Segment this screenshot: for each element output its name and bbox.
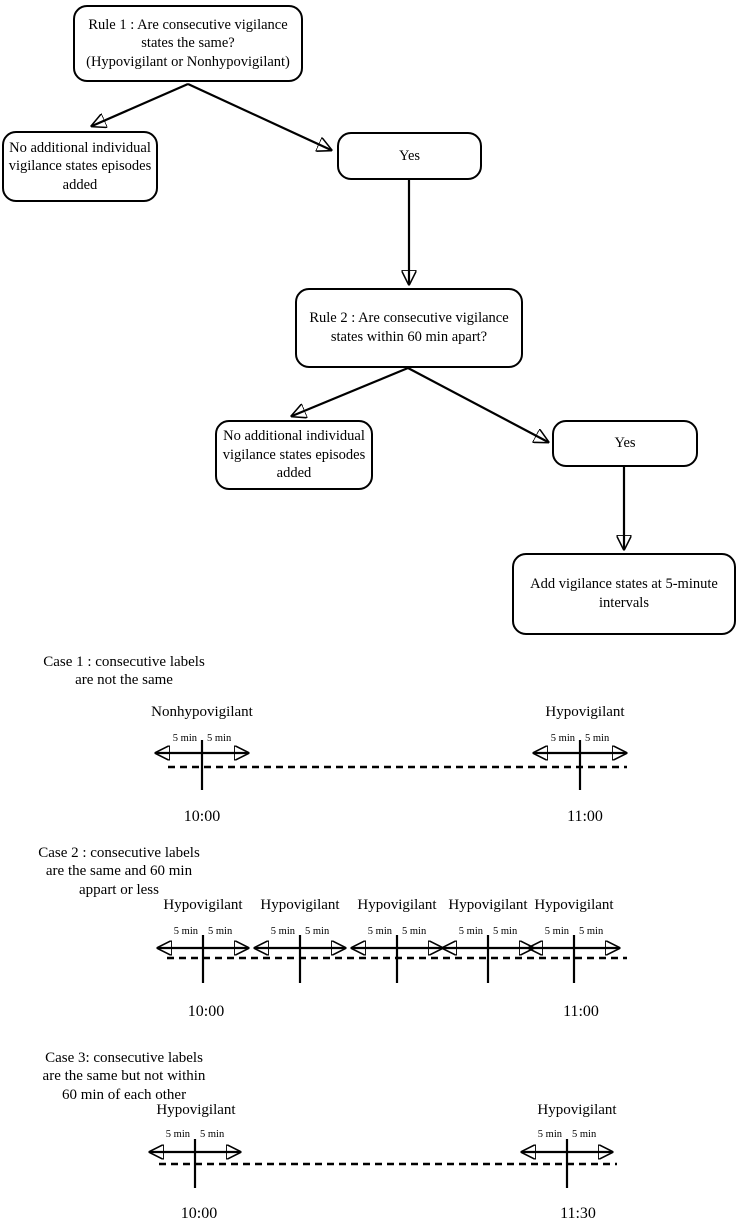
interval-label: 5 min xyxy=(544,926,569,937)
no-episodes-box-1: No additional individual vigilance state… xyxy=(2,131,158,202)
case2-station5-label: Hypovigilant xyxy=(534,897,614,913)
interval-label: 5 min xyxy=(270,926,295,937)
case2-station3-label: Hypovigilant xyxy=(357,897,437,913)
case3-station1-label: Hypovigilant xyxy=(156,1102,236,1118)
case1-station2-label: Hypovigilant xyxy=(545,704,625,720)
case3-time-1: 10:00 xyxy=(180,1205,218,1222)
rule2-box: Rule 2 : Are consecutive vigilance state… xyxy=(295,288,523,368)
case1-timeline xyxy=(156,740,627,790)
interval-label: 5 min xyxy=(367,926,392,937)
add-intervals-box: Add vigilance states at 5-minute interva… xyxy=(512,553,736,635)
no-episodes-box-2: No additional individual vigilance state… xyxy=(215,420,373,490)
interval-label: 5 min xyxy=(537,1129,562,1140)
interval-label: 5 min xyxy=(165,1129,190,1140)
arrow-rule2-to-no2 xyxy=(292,366,409,416)
arrow-rule2-to-yes2 xyxy=(407,367,548,442)
yes-box-1: Yes xyxy=(337,132,482,180)
interval-label: 5 min xyxy=(550,733,575,744)
interval-label: 5 min xyxy=(200,1129,225,1140)
case1-station1-label: Nonhypovigilant xyxy=(151,704,253,720)
interval-label: 5 min xyxy=(579,926,604,937)
case2-station2-label: Hypovigilant xyxy=(260,897,340,913)
case3-title: Case 3: consecutive labels are the same … xyxy=(42,1050,206,1103)
case2-time-1: 10:00 xyxy=(187,1003,225,1020)
case2-timeline xyxy=(158,935,627,983)
case3-station2-label: Hypovigilant xyxy=(537,1102,617,1118)
case3-timeline xyxy=(150,1139,617,1188)
case1-title: Case 1 : consecutive labels are not the … xyxy=(43,654,205,689)
interval-label: 5 min xyxy=(402,926,427,937)
interval-label: 5 min xyxy=(572,1129,597,1140)
case2-time-5: 11:00 xyxy=(563,1003,599,1020)
interval-label: 5 min xyxy=(208,926,233,937)
case3-time-2: 11:30 xyxy=(560,1205,596,1222)
arrow-rule1-to-no1 xyxy=(92,82,189,126)
case1-time-2: 11:00 xyxy=(567,808,603,825)
interval-label: 5 min xyxy=(458,926,483,937)
interval-label: 5 min xyxy=(173,926,198,937)
interval-label: 5 min xyxy=(305,926,330,937)
case2-station1-label: Hypovigilant xyxy=(163,897,243,913)
interval-label: 5 min xyxy=(207,733,232,744)
rule1-box: Rule 1 : Are consecutive vigilance state… xyxy=(73,5,303,82)
case2-title: Case 2 : consecutive labels are the same… xyxy=(38,845,200,898)
interval-label: 5 min xyxy=(585,733,610,744)
case2-station4-label: Hypovigilant xyxy=(448,897,528,913)
yes-box-2: Yes xyxy=(552,420,698,467)
arrow-rule1-to-yes1 xyxy=(187,83,331,150)
interval-label: 5 min xyxy=(172,733,197,744)
case1-time-1: 10:00 xyxy=(183,808,221,825)
interval-label: 5 min xyxy=(493,926,518,937)
